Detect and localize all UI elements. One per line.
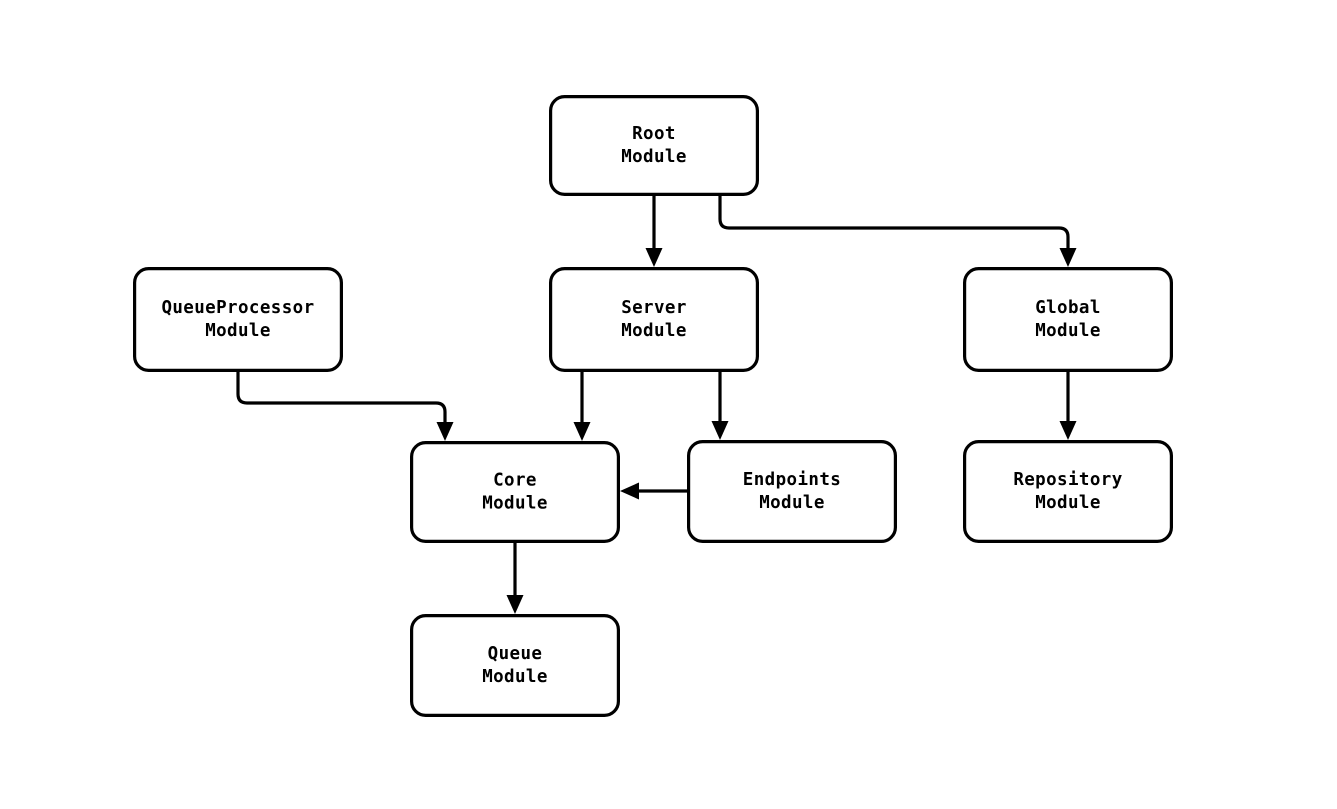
- nodes-layer: RootModuleQueueProcessorModuleServerModu…: [133, 94, 1173, 717]
- node-queue-label-line2: Module: [482, 667, 548, 687]
- edge-endpoints-core-arrowhead-icon: [620, 482, 639, 500]
- edge-root-global-arrowhead-icon: [1059, 248, 1077, 267]
- edge-global-repository-arrowhead-icon: [1059, 421, 1077, 440]
- edge-core-queue-arrowhead-icon: [506, 595, 524, 614]
- edge-root-global: [718, 196, 1077, 267]
- node-core-box[interactable]: [410, 441, 621, 544]
- edge-root-global-line: [718, 196, 1070, 248]
- node-endpoints-label-line2: Module: [759, 493, 825, 513]
- node-queueprocessor-box[interactable]: [133, 267, 344, 373]
- edge-global-repository: [1059, 372, 1077, 440]
- node-root-label-line2: Module: [621, 147, 687, 167]
- edge-root-server: [645, 196, 663, 267]
- node-queue-label-line1: Queue: [488, 644, 543, 664]
- node-queueprocessor-label-line1: QueueProcessor: [161, 298, 314, 318]
- node-queue-box[interactable]: [410, 613, 621, 717]
- edge-endpoints-core: [620, 482, 687, 500]
- node-global-label-line1: Global: [1035, 298, 1101, 318]
- edge-queueprocessor-core-arrowhead-icon: [436, 422, 454, 441]
- edge-server-core: [573, 372, 591, 441]
- edge-server-core-arrowhead-icon: [573, 422, 591, 441]
- node-repository-box[interactable]: [962, 440, 1173, 544]
- edge-queueprocessor-core-line: [236, 372, 447, 422]
- node-root-box[interactable]: [548, 94, 759, 197]
- edges-layer: [236, 196, 1077, 614]
- node-repository-label-line2: Module: [1035, 493, 1101, 513]
- node-core-label-line2: Module: [482, 494, 548, 514]
- node-server-box[interactable]: [548, 267, 759, 373]
- node-server-label-line2: Module: [621, 321, 687, 341]
- node-endpoints-label-line1: Endpoints: [743, 470, 841, 490]
- node-queueprocessor-label-line2: Module: [205, 321, 271, 341]
- node-global-label-line2: Module: [1035, 321, 1101, 341]
- node-server-label-line1: Server: [621, 298, 687, 318]
- node-core-label-line1: Core: [493, 471, 537, 491]
- edge-core-queue: [506, 543, 524, 614]
- edge-root-server-arrowhead-icon: [645, 248, 663, 267]
- node-endpoints-box[interactable]: [686, 440, 897, 544]
- node-repository-label-line1: Repository: [1013, 470, 1122, 490]
- node-global-box[interactable]: [962, 267, 1173, 373]
- edge-server-endpoints-arrowhead-icon: [711, 421, 729, 440]
- edge-server-endpoints: [711, 372, 729, 440]
- node-root-label-line1: Root: [632, 124, 676, 144]
- edge-queueprocessor-core: [236, 372, 454, 441]
